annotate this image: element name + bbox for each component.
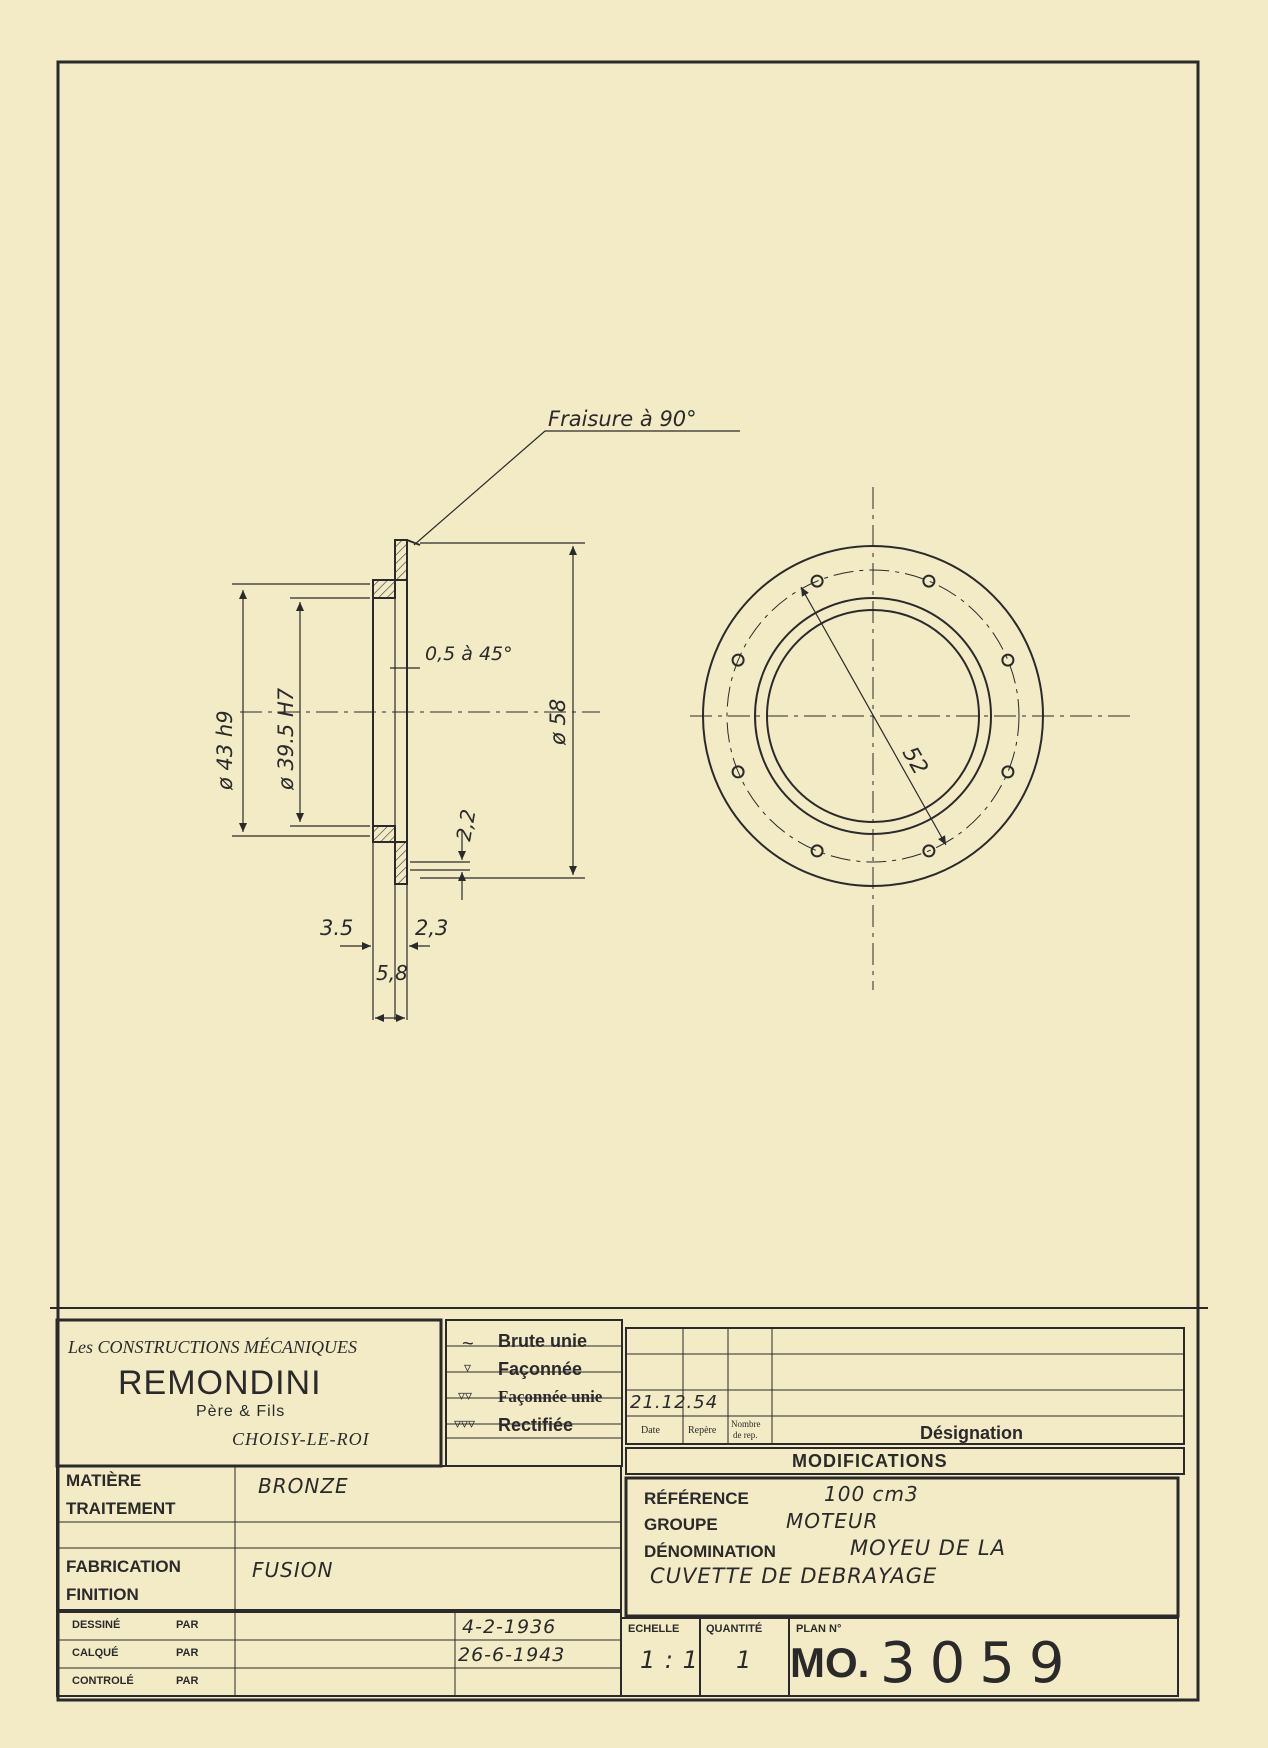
finish-label-3: Façonnée unie xyxy=(498,1387,603,1406)
traitement-label: TRAITEMENT xyxy=(66,1499,176,1518)
dim-35: 3.5 xyxy=(320,916,353,940)
sheet-border xyxy=(56,60,1200,1702)
bolt-hole xyxy=(810,844,824,858)
section-view xyxy=(232,430,740,1022)
company-sub: Père & Fils xyxy=(196,1403,286,1420)
controle-label: CONTROLÉ xyxy=(72,1675,134,1687)
calque-par: PAR xyxy=(176,1647,199,1659)
finish-symbol-4: ▿▿▿ xyxy=(454,1415,476,1431)
dim-d43: ø 43 h9 xyxy=(213,710,237,791)
date-2: 26-6-1943 xyxy=(458,1644,566,1666)
bolt-holes xyxy=(731,574,1015,858)
dim-d39: ø 39.5 H7 xyxy=(274,687,298,791)
leader-note: Fraisure à 90° xyxy=(548,407,697,431)
bolt-hole xyxy=(810,574,824,588)
dim-52: 52 xyxy=(897,743,933,780)
matiere-label: MATIÈRE xyxy=(66,1471,142,1490)
section-dimensions: Fraisure à 90° 0,5 à 45° ø 43 h9 ø 39.5 … xyxy=(213,407,697,985)
finish-label-2: Façonnée xyxy=(498,1359,583,1379)
dim-22: 2,2 xyxy=(451,807,480,842)
company-city: CHOISY-LE-ROI xyxy=(232,1429,370,1449)
matiere-value: BRONZE xyxy=(258,1474,349,1498)
front-view xyxy=(690,487,1135,990)
bolt-hole xyxy=(922,844,936,858)
mod-col-nombre-1: Nombre xyxy=(731,1419,761,1429)
mod-col-designation: Désignation xyxy=(920,1423,1024,1443)
dim-23: 2,3 xyxy=(415,916,448,940)
finish-symbol-3: ▿▿ xyxy=(458,1387,473,1403)
finition-label: FINITION xyxy=(66,1585,139,1604)
mod-col-nombre-2: de rep. xyxy=(733,1430,758,1440)
date-1: 4-2-1936 xyxy=(462,1616,557,1638)
chamfer-note: 0,5 à 45° xyxy=(425,643,513,665)
fabrication-value: FUSION xyxy=(252,1558,334,1582)
reference-value: 100 cm3 xyxy=(824,1482,919,1506)
groupe-value: MOTEUR xyxy=(786,1509,879,1533)
plan-number: 3059 xyxy=(880,1631,1079,1696)
echelle-label: ECHELLE xyxy=(628,1623,680,1635)
dim-d58: ø 58 xyxy=(546,699,570,746)
bolt-hole xyxy=(922,574,936,588)
mod-col-repere: Repère xyxy=(688,1425,717,1436)
bolt-hole xyxy=(1001,765,1015,779)
finish-label-1: Brute unie xyxy=(498,1331,588,1351)
mod-date-value: 21.12.54 xyxy=(630,1392,719,1413)
finish-label-4: Rectifiée xyxy=(498,1415,574,1435)
quantite-value: 1 xyxy=(736,1646,753,1674)
title-block-grid xyxy=(50,1307,1208,1697)
fabrication-label: FABRICATION xyxy=(66,1557,181,1576)
dessine-par: PAR xyxy=(176,1619,199,1631)
finish-symbol-2: ▿ xyxy=(464,1359,472,1375)
controle-par: PAR xyxy=(176,1675,199,1687)
plan-label: PLAN N° xyxy=(796,1623,842,1635)
company-name: REMONDINI xyxy=(118,1364,322,1402)
modifications-label: MODIFICATIONS xyxy=(792,1451,948,1471)
quantite-label: QUANTITÉ xyxy=(706,1623,763,1635)
echelle-value: 1 : 1 xyxy=(640,1646,699,1674)
finish-symbol-1: ~ xyxy=(462,1333,474,1355)
mod-col-date: Date xyxy=(641,1425,660,1436)
bolt-hole xyxy=(731,765,745,779)
bolt-hole xyxy=(1001,653,1015,667)
calque-label: CALQUÉ xyxy=(72,1647,119,1659)
denomination-value-2: CUVETTE DE DEBRAYAGE xyxy=(650,1564,938,1588)
reference-label: RÉFÉRENCE xyxy=(644,1489,749,1508)
groupe-label: GROUPE xyxy=(644,1515,718,1534)
denomination-value-1: MOYEU DE LA xyxy=(850,1536,1006,1560)
company-line1: Les CONSTRUCTIONS MÉCANIQUES xyxy=(68,1337,358,1357)
bolt-hole xyxy=(731,653,745,667)
denomination-label: DÉNOMINATION xyxy=(644,1542,776,1561)
plan-prefix: MO. xyxy=(790,1639,870,1686)
dim-58w: 5,8 xyxy=(376,961,408,985)
dessine-label: DESSINÉ xyxy=(72,1619,121,1631)
